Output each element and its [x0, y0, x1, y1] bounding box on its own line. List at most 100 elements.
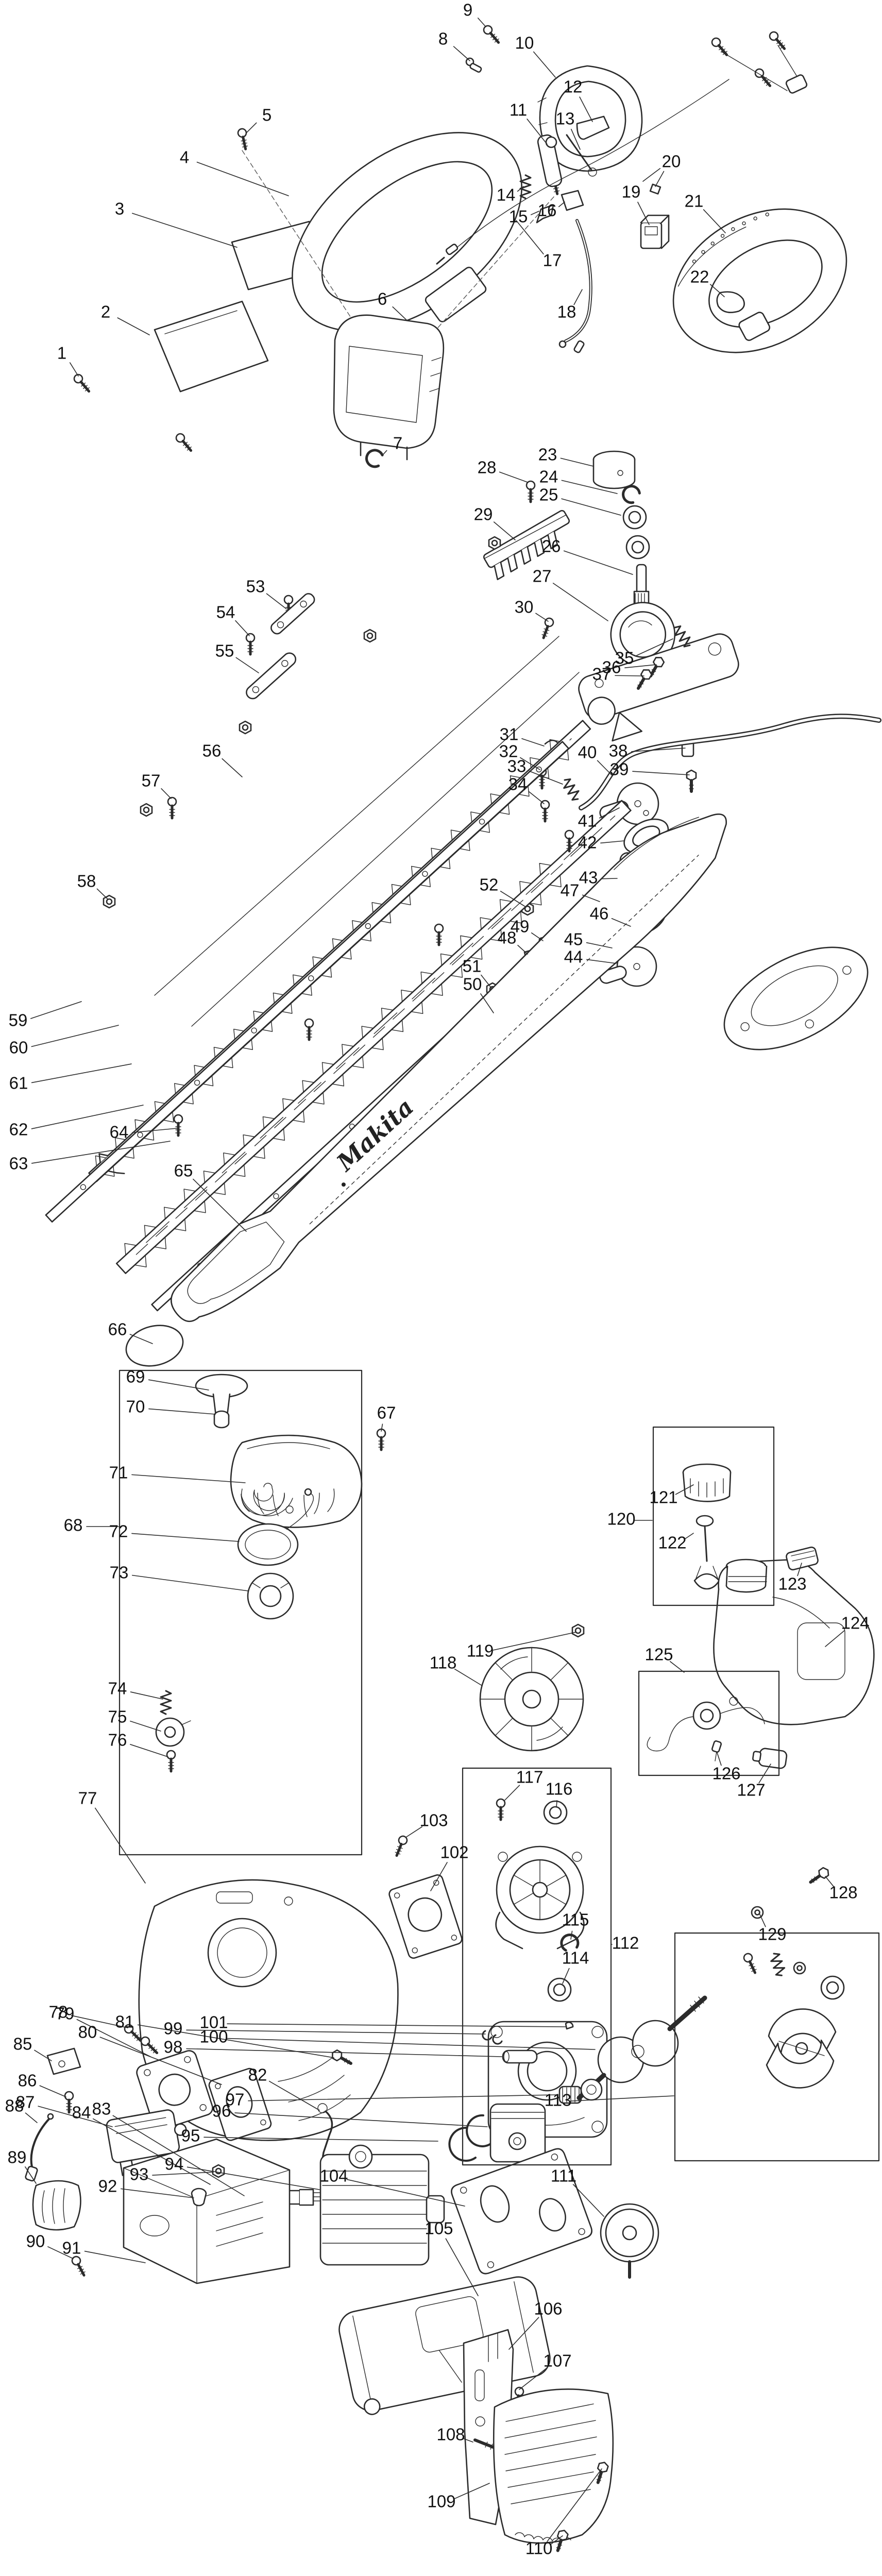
- part-number-label: 55: [215, 641, 234, 660]
- part-number-label: 99: [164, 2019, 183, 2038]
- crankshaft: [576, 1995, 707, 2101]
- part-number-label: 121: [649, 1488, 677, 1507]
- tank-cap: [682, 1463, 732, 1502]
- part-number-label: 49: [511, 917, 530, 936]
- leader-line: [655, 171, 665, 187]
- leader-line: [552, 583, 608, 621]
- part-number-label: 19: [622, 182, 641, 201]
- leader-line: [132, 1128, 178, 1133]
- part-number-label: 67: [377, 1403, 396, 1422]
- part-number-label: 128: [829, 1883, 857, 1902]
- fuel-pipe-assy: [647, 1701, 765, 1752]
- clutch-drum: [600, 2203, 659, 2279]
- leader-line: [186, 2166, 320, 2190]
- part-number-label: 113: [545, 2091, 572, 2110]
- part-number-label: 29: [474, 505, 493, 524]
- leader-line: [161, 788, 172, 799]
- leader-line: [797, 1563, 802, 1577]
- leader-line: [96, 888, 109, 900]
- part-number-label: 56: [202, 741, 222, 760]
- part-number-label: 87: [16, 2093, 35, 2112]
- part-number-label: 2: [101, 302, 110, 321]
- plug-lead-wire: [25, 2113, 54, 2182]
- leader-line: [31, 1105, 144, 1129]
- part-number-label: 70: [126, 1397, 145, 1416]
- part-number-label: 42: [578, 833, 597, 852]
- leader-line: [76, 2019, 151, 2057]
- part-number-label: 45: [564, 930, 583, 949]
- lower-blade-pair: [115, 800, 632, 1274]
- part-number-label: 43: [579, 868, 598, 887]
- leader-line: [235, 620, 250, 636]
- part-number-label: 11: [510, 100, 527, 120]
- part-number-label: 62: [9, 1120, 28, 1139]
- part-number-label: 98: [164, 2038, 183, 2057]
- leader-line: [631, 748, 686, 752]
- grommet: [191, 2188, 207, 2207]
- tank-cap-set-box: [652, 1426, 775, 1606]
- part-number-label: 127: [737, 1781, 765, 1800]
- coil-plate: [46, 2047, 81, 2075]
- leader-line: [586, 942, 613, 948]
- assembly-guide-line: [242, 150, 356, 325]
- part-number-label: 115: [562, 1910, 589, 1929]
- part-number-label: 112: [612, 1934, 639, 1953]
- part-number-label: 80: [78, 2023, 97, 2042]
- leader-line: [517, 944, 528, 955]
- handle-base-bracket: [333, 314, 445, 461]
- clutch-assembly: [766, 2008, 837, 2089]
- part-number-label: 104: [319, 2166, 348, 2185]
- switch-lead-wire: [558, 219, 592, 353]
- part-number-label: 16: [538, 201, 557, 220]
- leader-line: [453, 2483, 490, 2500]
- part-number-label: 44: [564, 947, 583, 967]
- leader-line: [572, 2184, 604, 2217]
- part-number-label: 33: [507, 757, 527, 776]
- leader-line: [71, 2015, 128, 2028]
- lever-rod-spring: [566, 134, 597, 177]
- leader-line: [148, 1408, 216, 1415]
- leader-line: [222, 758, 243, 777]
- leader-line: [248, 2094, 557, 2102]
- part-number-label: 79: [56, 2004, 75, 2023]
- part-number-label: 65: [174, 1161, 193, 1180]
- leader-line: [500, 891, 526, 907]
- leader-line: [570, 129, 581, 150]
- part-number-label: 35: [615, 649, 634, 668]
- piston-rings: [448, 2114, 493, 2162]
- assembly-guide-line: [437, 196, 554, 328]
- gear-case-cover-plate: [723, 946, 869, 1050]
- leader-line: [84, 2250, 146, 2263]
- leader-line: [624, 664, 657, 668]
- part-number-label: 10: [515, 33, 534, 53]
- part-number-label: 3: [115, 199, 124, 218]
- leader-line: [31, 1063, 132, 1083]
- leader-line: [392, 306, 408, 321]
- leader-line: [69, 362, 79, 377]
- part-number-label: 100: [199, 2027, 228, 2046]
- part-number-label: 37: [592, 665, 612, 684]
- leader-line: [25, 2112, 38, 2123]
- tube-guide-rod: [579, 714, 881, 810]
- leader-line: [825, 1876, 835, 1887]
- rope-reel: [237, 1488, 314, 1566]
- part-number-label: 75: [108, 1707, 127, 1726]
- part-number-label: 83: [92, 2099, 111, 2119]
- leader-line: [148, 1379, 209, 1391]
- part-number-label: 123: [778, 1574, 806, 1594]
- leader-line: [268, 2080, 320, 2111]
- leader-line: [636, 638, 673, 656]
- fan-housing-half: [495, 1845, 585, 1950]
- piston: [489, 2103, 546, 2163]
- leader-line: [196, 161, 289, 196]
- leader-line: [601, 878, 618, 879]
- cap-retainer: [693, 1515, 720, 1590]
- leader-line: [582, 894, 600, 902]
- part-number-label: 47: [561, 881, 580, 900]
- part-number-label: 1: [57, 344, 66, 363]
- part-number-label: 111: [551, 2166, 576, 2185]
- muffler-cover: [493, 2388, 614, 2544]
- leader-line: [477, 18, 486, 27]
- leader-line: [529, 770, 563, 785]
